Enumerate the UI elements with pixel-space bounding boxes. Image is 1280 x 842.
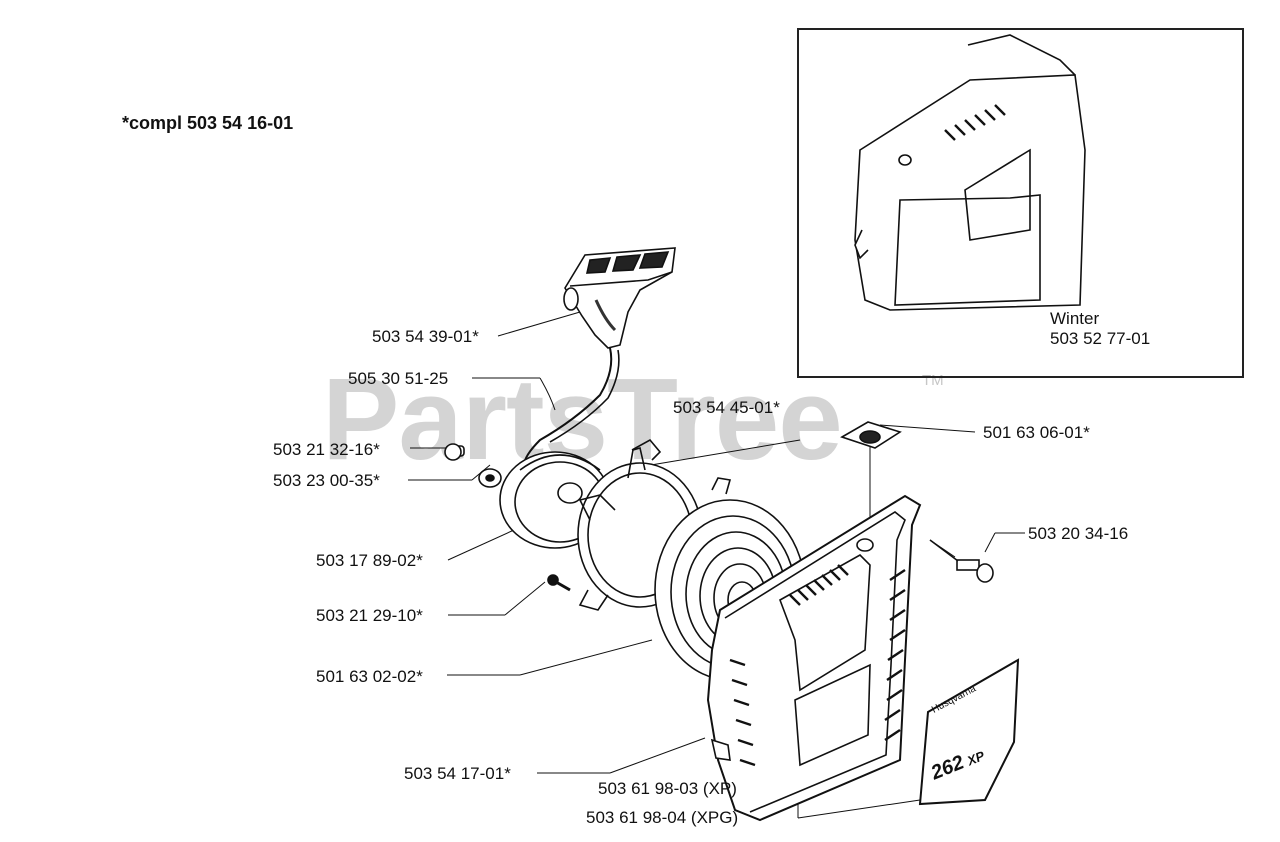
side-screw [929,539,994,583]
label-screw-a[interactable]: 503 21 32-16* [273,440,380,459]
label-cover-xpg[interactable]: 503 61 98-04 (XPG) [586,808,739,827]
label-rope[interactable]: 505 30 51-25 [348,369,449,388]
label-bushing[interactable]: 503 54 17-01* [404,764,511,783]
label-cover-xp[interactable]: 503 61 98-03 (XP) [598,779,737,798]
inset-part-number[interactable]: 503 52 77-01 [1050,329,1151,348]
decal [918,658,1020,806]
inset-frame [797,28,1244,378]
label-spring[interactable]: 501 63 02-02* [316,667,423,686]
label-washer[interactable]: 503 23 00-35* [273,471,380,490]
label-screw-b[interactable]: 503 21 29-10* [316,606,423,625]
inset-title: Winter [1050,309,1100,328]
label-pulley[interactable]: 503 17 89-02* [316,551,423,570]
inset-drawing [854,34,1086,311]
starter-cover [706,494,922,822]
starter-handle [523,247,676,471]
label-cap[interactable]: 501 63 06-01* [983,423,1090,442]
label-clip[interactable]: 503 54 45-01* [673,398,780,417]
label-screw-c[interactable]: 503 20 34-16 [1028,524,1129,543]
assembly-header: *compl 503 54 16-01 [122,113,294,133]
label-handle[interactable]: 503 54 39-01* [372,327,479,346]
top-cap [840,421,902,449]
small-hardware [444,443,571,592]
